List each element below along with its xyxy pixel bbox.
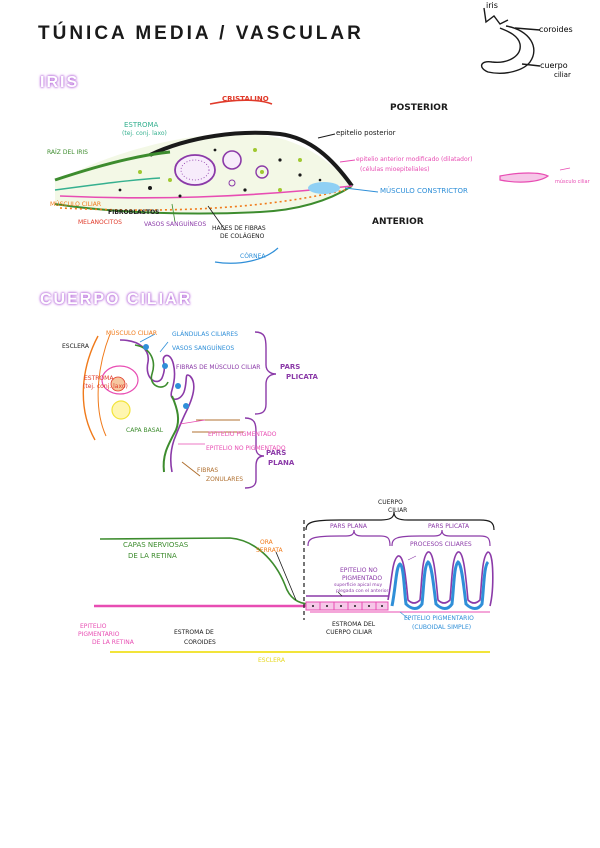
label-vasos-b: VASOS SANGUÍNEOS xyxy=(172,346,234,352)
label-haces-2: DE COLÁGENO xyxy=(220,234,264,240)
label-estroma-cuerpo-1: ESTROMA DEL xyxy=(332,622,375,628)
mini-label-iris: iris xyxy=(486,2,498,10)
label-musculo-ciliar-b: MÚSCULO CILIAR xyxy=(106,331,157,337)
label-fibroblastos: FIBROBLASTOS xyxy=(108,210,160,216)
musculo-constrictor xyxy=(308,182,340,194)
brace-pars-plana-b xyxy=(308,530,390,546)
label-ora-1: ORA xyxy=(260,540,273,546)
label-epitelio-posterior: epitelio posterior xyxy=(336,130,396,137)
label-ora-2: SERRATA xyxy=(256,548,283,554)
label-pars-plana-2: PLANA xyxy=(268,460,294,467)
label-procesos-ciliares: PROCESOS CILIARES xyxy=(410,542,472,548)
brace-pars-plicata xyxy=(255,332,276,414)
label-pars-plicata-1: PARS xyxy=(280,364,300,371)
mini-label-cuerpo: cuerpo xyxy=(540,62,568,70)
label-epitelio-no-pig-b-1: EPITELIO NO xyxy=(340,568,378,574)
label-epitelio-no-pig: EPITELIO NO PIGMENTADO xyxy=(206,446,286,452)
label-epitelio-retina-2: PIGMENTARIO xyxy=(78,632,119,638)
bottom-diagram xyxy=(94,512,494,652)
section-heading-cuerpo: CUERPO CILIAR xyxy=(40,292,192,308)
label-epitelio-retina-1: EPITELIO xyxy=(80,624,106,630)
label-epitelio-pig: EPITELIO PIGMENTADO xyxy=(208,432,277,438)
label-estroma-b: ESTROMA xyxy=(84,376,113,382)
label-epitelio-pigmentario-2: (CUBOIDAL SIMPLE) xyxy=(412,625,471,631)
mini-label-ciliar: ciliar xyxy=(554,72,571,79)
label-fibras-musculo: FIBRAS DE MÚSCULO CILIAR xyxy=(176,365,260,371)
cuerpo-ciliar-diagram xyxy=(83,332,276,488)
vessel-medium xyxy=(223,151,241,169)
label-glandulas: GLÁNDULAS CILIARES xyxy=(172,332,238,338)
label-epitelio-no-pig-b-2: PIGMENTADO xyxy=(342,576,382,582)
label-cuerpo-ciliar-2: CILIAR xyxy=(388,508,407,514)
section-heading-iris: IRIS xyxy=(40,75,79,91)
label-estroma-sub: (tej. conj. laxo) xyxy=(122,131,167,137)
label-capas-2: DE LA RETINA xyxy=(128,553,177,560)
label-pars-plicata-2: PLICATA xyxy=(286,374,318,381)
label-mini-musculo: músculo ciliar xyxy=(555,180,590,185)
label-capas-1: CAPAS NERVIOSAS xyxy=(123,542,188,549)
label-haces-1: HACES DE FIBRAS xyxy=(212,226,266,232)
label-epitelio-retina-3: DE LA RETINA xyxy=(92,640,134,646)
page-title: TÚNICA MEDIA / VASCULAR xyxy=(38,24,364,43)
label-estroma-coroides-1: ESTROMA DE xyxy=(174,630,214,636)
procesos-ciliares xyxy=(120,340,194,472)
label-pars-plicata-b: PARS PLICATA xyxy=(428,524,469,530)
label-fibras-zonulares-2: ZONULARES xyxy=(206,477,243,483)
label-epitelio-anterior: epitelio anterior modificado (dilatador) xyxy=(356,157,472,163)
label-musculo-ciliar: MÚSCULO CILIAR xyxy=(50,202,101,208)
label-fibras-zonulares-1: FIBRAS xyxy=(197,468,218,474)
cuboidal-cells xyxy=(306,602,388,610)
label-estroma-cuerpo-2: CUERPO CILIAR xyxy=(326,630,372,636)
label-cristalino: CRISTALINO xyxy=(222,96,269,103)
label-vasos: VASOS SANGUÍNEOS xyxy=(144,222,206,228)
label-estroma-b-sub: (tej. conj. laxo) xyxy=(83,384,128,390)
mini-label-coroides: coroides xyxy=(539,26,573,34)
yellow-vessel xyxy=(112,401,130,419)
label-melanocitos: MELANOCITOS xyxy=(78,220,122,226)
label-raiz: RAÍZ DEL IRIS xyxy=(47,150,88,156)
label-cuerpo-ciliar-1: CUERPO xyxy=(378,500,403,506)
label-epitelio-pigmentario-1: EPITELIO PIGMENTARIO xyxy=(404,616,474,622)
brace-pars-plana xyxy=(245,418,264,488)
mini-eye-sketch xyxy=(482,8,540,73)
label-estroma-coroides-2: COROIDES xyxy=(184,640,216,646)
label-anterior: ANTERIOR xyxy=(372,218,424,227)
label-celulas-mio: (células mioepiteliales) xyxy=(360,167,429,173)
mini-muscle xyxy=(500,173,548,182)
label-epitelio-sub-1: superficie apical muy xyxy=(334,584,382,589)
label-epitelio-sub-2: plegada con el anterior xyxy=(336,590,388,595)
label-esclera-b: ESCLERA xyxy=(258,658,285,664)
label-cornea: CÓRNEA xyxy=(240,254,265,260)
label-capa-basal: CAPA BASAL xyxy=(126,428,163,434)
label-estroma: ESTROMA xyxy=(124,122,158,129)
label-musculo-constrictor: MÚSCULO CONSTRICTOR xyxy=(380,188,468,195)
label-posterior: POSTERIOR xyxy=(390,104,448,113)
label-esclera: ESCLERA xyxy=(62,344,89,350)
label-pars-plana-b: PARS PLANA xyxy=(330,524,367,530)
